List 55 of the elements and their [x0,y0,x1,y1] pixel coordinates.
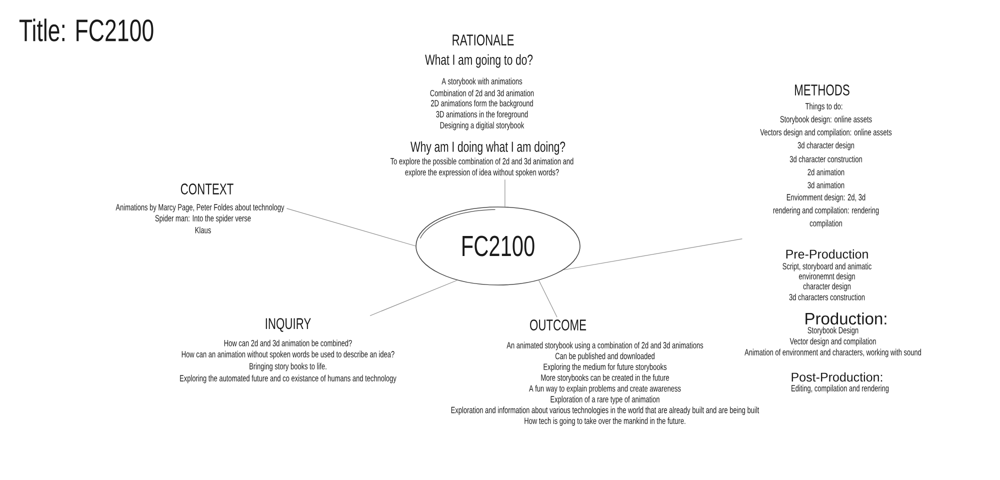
title: Title: FC2100 [19,18,154,42]
section-heading: METHODS [795,84,850,96]
connector-line [286,208,416,246]
list-item: Can be published and downloaded [555,352,654,361]
list-item: 2d animation [808,168,844,176]
list-item: More storybooks can be created in the future [541,374,669,383]
list-item: environemnt design [799,272,855,282]
list-item: Exploring the medium for future storybooks [544,363,667,372]
paragraph: To explore the possible combination of 2d and 3d animation and explore the expression of idea without spoken words? [390,158,574,178]
section-heading: INQUIRY [266,318,311,332]
list-item: 3d animation [808,182,844,188]
list-item: Animation of environment and characters, working with sound [744,348,921,358]
list-item: Klaus [195,226,211,234]
connector-line [370,280,458,316]
list-item: Bringing story books to life. [250,362,326,372]
list-item: Vector design and compilation [790,338,876,346]
list-item: Exploration of a rare type of animation [550,396,660,404]
list-item: rendering and compilation: rendering [773,206,879,216]
list-item: Exploring the automated future and co existance of humans and technology [180,374,396,384]
list-item: A storybook with animations [442,78,522,86]
list-item: Animations by Marcy Page, Peter Foldes about technology [116,204,284,212]
phase-heading: Post-Production: [792,372,882,382]
list-item: Script, storyboard and animatic [782,262,872,272]
list-item: Spider man: Into the spider verse [155,214,251,224]
list-item: Vectors design and compilation: online assets [760,128,892,138]
list-item: Storybook design: online assets [780,116,872,124]
list-item: 3d characters construction [789,294,865,300]
phase-heading: Production: [806,312,886,325]
question-heading: What I am going to do? [425,54,533,68]
list-item: 3d character construction [790,156,862,162]
list-item: compilation [810,220,842,228]
list-item: Editing, compilation and rendering [792,384,889,394]
section-heading: RATIONALE [452,34,514,46]
list-item: A fun way to explain problems and create awareness [529,385,681,394]
list-item: Exploration and information about various technologies in the world that are already built and are being built [451,406,760,415]
list-item: 3d character design [798,142,854,150]
section-heading: OUTCOME [530,320,586,330]
list-item: How tech is going to take over the mankind in the future. [524,417,686,426]
connector-line [563,238,742,270]
phase-heading: Pre-Production [786,249,868,259]
list-item: How can 2d and 3d animation be combined? [224,340,352,346]
question-heading: Why am I doing what I am doing? [410,141,566,155]
list-item: 3D animations in the foreground [436,110,528,120]
list-item: 2D animations form the background [431,100,533,108]
section-heading: CONTEXT [180,184,234,194]
connector-line [538,280,558,318]
list-item: character design [803,282,851,292]
list-item: An animated storybook using a combination of 2d and 3d animations [506,342,704,350]
list-item: How can an animation without spoken words be used to describe an idea? [182,350,394,360]
list-item: Combination of 2d and 3d animation [430,90,534,96]
list-item: Designing a digitial storybook [440,122,524,130]
list-item: Storybook Design [808,326,858,336]
list-item: Enviomment design: 2d, 3d [786,194,866,202]
list-item: Things to do: [805,102,842,112]
connector-line [504,179,506,208]
